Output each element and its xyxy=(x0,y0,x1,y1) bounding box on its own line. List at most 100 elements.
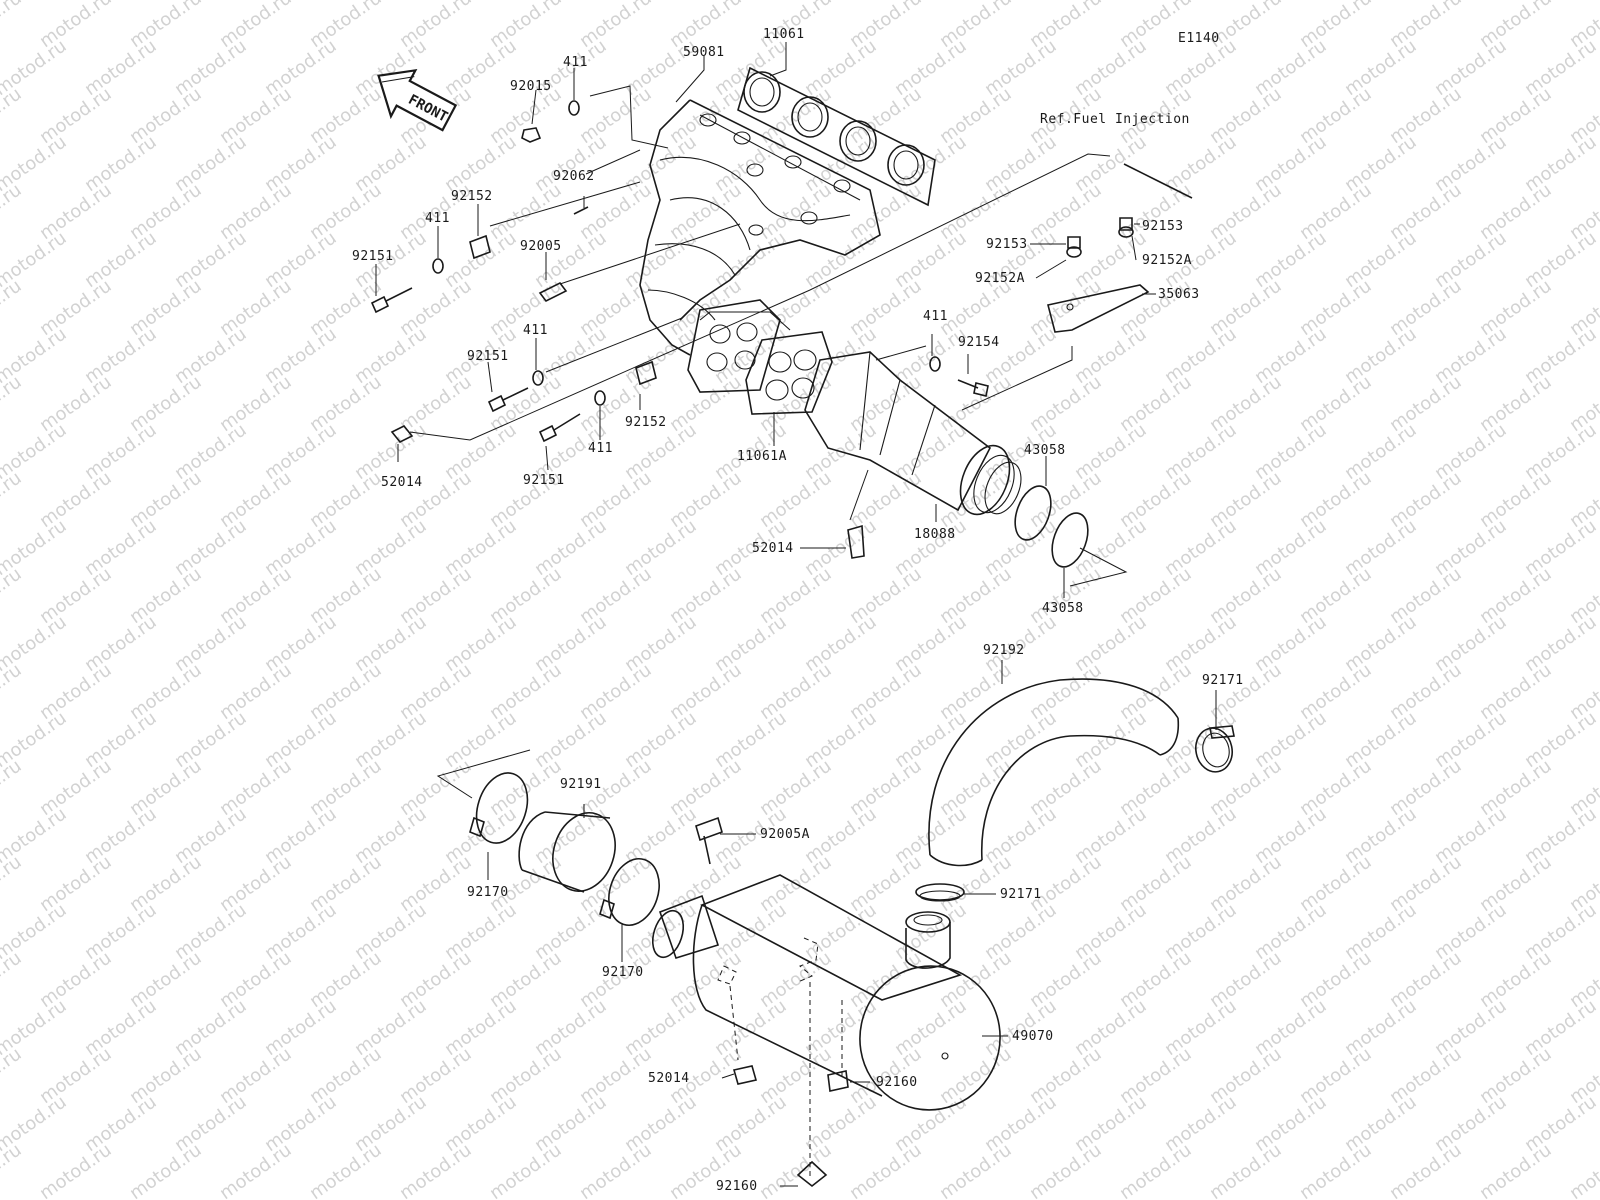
watermark-text: motod.ru xyxy=(396,1140,476,1200)
label-52014: 52014 xyxy=(381,475,423,490)
watermark-text: motod.ru xyxy=(126,1140,206,1200)
reference-note: Ref.Fuel Injection xyxy=(1040,112,1190,127)
muffler xyxy=(651,874,1001,1178)
watermark-text: motod.ru xyxy=(0,660,26,725)
label-92152: 92152 xyxy=(451,189,493,204)
bolt-92154 xyxy=(957,379,989,397)
watermark-text: motod.ru xyxy=(486,1140,566,1200)
stud-92062 xyxy=(573,206,589,215)
watermark-text: motod.ru xyxy=(0,1044,26,1109)
washer-411-a xyxy=(568,100,580,116)
label-92152: 92152 xyxy=(625,415,667,430)
watermark-text: motod.ru xyxy=(0,84,26,149)
label-92005A: 92005A xyxy=(760,827,810,842)
connector-hose xyxy=(518,811,616,893)
washer-411-e xyxy=(929,356,941,372)
watermark-text: motod.ru xyxy=(936,1140,1016,1200)
label-35063: 35063 xyxy=(1158,287,1200,302)
nipple-92005 xyxy=(538,281,568,303)
bolt-92153-a xyxy=(1067,236,1081,249)
label-92160: 92160 xyxy=(716,1179,758,1194)
label-92153: 92153 xyxy=(986,237,1028,252)
watermark-text: motod.ru xyxy=(576,1140,656,1200)
exhaust-manifold xyxy=(639,99,881,356)
label-92151: 92151 xyxy=(352,249,394,264)
bracket xyxy=(1047,284,1150,333)
hose-clamp-left xyxy=(469,772,529,844)
watermark-text: motod.ru xyxy=(0,0,26,52)
label-92191: 92191 xyxy=(560,777,602,792)
washer-411-b xyxy=(432,258,444,274)
label-18088: 18088 xyxy=(914,527,956,542)
label-92153: 92153 xyxy=(1142,219,1184,234)
tee-fitting xyxy=(695,816,723,865)
watermark-text: motod.ru xyxy=(1296,1140,1376,1200)
watermark-text: motod.ru xyxy=(1116,1140,1196,1200)
label-43058: 43058 xyxy=(1024,443,1066,458)
nut-92015 xyxy=(521,127,542,143)
label-43058: 43058 xyxy=(1042,601,1084,616)
label-92152A: 92152A xyxy=(975,271,1025,286)
watermark-text: motod.ru xyxy=(0,948,26,1013)
bolt-92151-b xyxy=(487,387,529,413)
part-labels: 59081 11061 411 92015 92062 92152 411 92… xyxy=(352,27,1244,1194)
label-52014: 52014 xyxy=(752,541,794,556)
watermark-text: motod.ru xyxy=(0,1140,26,1200)
sensor-wire xyxy=(1123,163,1193,199)
watermark-text: motod.ru xyxy=(1026,1140,1106,1200)
label-52014: 52014 xyxy=(648,1071,690,1086)
label-92151: 92151 xyxy=(523,473,565,488)
manifold-gasket xyxy=(737,66,936,207)
watermark-text: motod.ru xyxy=(0,180,26,245)
label-92192: 92192 xyxy=(983,643,1025,658)
collar-92152A-b xyxy=(1118,226,1134,238)
label-92160: 92160 xyxy=(876,1075,918,1090)
watermark-text: motod.ru xyxy=(216,1140,296,1200)
fitting-52014-b xyxy=(847,524,865,559)
watermark-text: motod.ru xyxy=(0,276,26,341)
collar-92152A-a xyxy=(1066,246,1082,258)
watermark-text: motod.ru xyxy=(0,756,26,821)
label-92170: 92170 xyxy=(467,885,509,900)
small-hardware xyxy=(370,100,1193,559)
watermark-text: motod.ru xyxy=(1476,1140,1556,1200)
watermark-text: motod.ru xyxy=(0,468,26,533)
watermark-text: motod.ru xyxy=(36,1140,116,1200)
o-ring-lower xyxy=(1051,512,1089,568)
washer-411-c xyxy=(532,370,544,386)
watermark-text: motod.ru xyxy=(1566,1140,1600,1200)
watermark-text: motod.ru xyxy=(1206,1140,1286,1200)
hose-clamp-lower xyxy=(915,883,965,902)
exhaust-hose xyxy=(928,678,1180,867)
watermark-text: motod.ru xyxy=(0,852,26,917)
label-411: 411 xyxy=(923,309,948,324)
leader-lines xyxy=(375,42,1217,1187)
watermark-text: motod.ru xyxy=(756,1140,836,1200)
pad-92160-a xyxy=(827,1070,849,1092)
label-92151: 92151 xyxy=(467,349,509,364)
label-92170: 92170 xyxy=(602,965,644,980)
label-11061A: 11061A xyxy=(737,449,787,464)
watermark-text: motod.ru xyxy=(1386,1140,1466,1200)
hose-clamp-upper xyxy=(1195,725,1235,773)
diagram-code: E1140 xyxy=(1178,31,1220,46)
fitting-52014-c xyxy=(732,1065,758,1085)
collar-92152-a xyxy=(469,234,491,260)
label-411: 411 xyxy=(563,55,588,70)
label-411: 411 xyxy=(425,211,450,226)
hose-clamp-middle xyxy=(599,858,660,926)
label-411: 411 xyxy=(523,323,548,338)
collar-92152-b xyxy=(635,360,657,386)
fitting-52014-a xyxy=(390,424,414,444)
label-11061: 11061 xyxy=(763,27,805,42)
bolt-92151-c xyxy=(538,413,581,443)
watermark-text: motod.ru xyxy=(846,1140,926,1200)
label-92152A: 92152A xyxy=(1142,253,1192,268)
label-92171: 92171 xyxy=(1202,673,1244,688)
exhaust-pipe xyxy=(804,351,1022,516)
label-92154: 92154 xyxy=(958,335,1000,350)
flange-gasket xyxy=(745,331,833,415)
pad-92160-b xyxy=(796,1160,828,1188)
